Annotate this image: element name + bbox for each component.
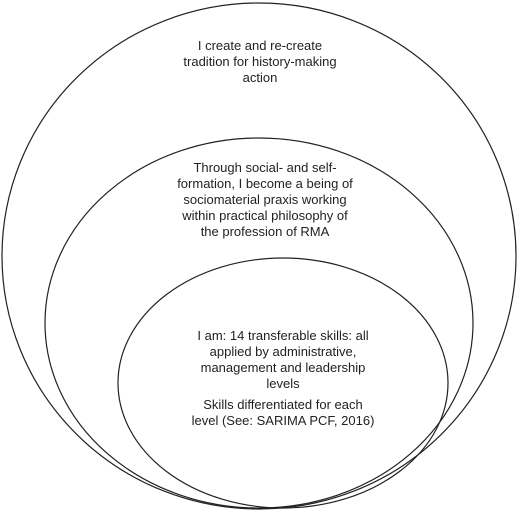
middle-line: formation, I become a being of bbox=[177, 176, 353, 191]
inner-note-line: Skills differentiated for each bbox=[203, 397, 363, 412]
outer-circle-text: I create and re-create tradition for his… bbox=[150, 38, 370, 86]
inner-circle bbox=[117, 257, 449, 509]
outer-line: action bbox=[242, 70, 278, 85]
inner-note-line: level (See: SARIMA PCF, 2016) bbox=[191, 413, 375, 428]
middle-line: the profession of RMA bbox=[200, 224, 330, 239]
inner-line: levels bbox=[266, 376, 300, 391]
outer-line: I create and re-create bbox=[197, 38, 323, 53]
middle-line: within practical philosophy of bbox=[182, 208, 348, 223]
outer-line: tradition for history-making bbox=[183, 54, 337, 69]
middle-line: Through social- and self- bbox=[193, 160, 337, 175]
inner-line: I am: 14 transferable skills: all bbox=[197, 328, 369, 343]
inner-line: applied by administrative, bbox=[209, 344, 357, 359]
inner-line: management and leadership bbox=[200, 360, 366, 375]
middle-line: sociomaterial praxis working bbox=[183, 192, 347, 207]
inner-circle-text: I am: 14 transferable skills: all applie… bbox=[178, 328, 388, 429]
middle-circle-text: Through social- and self- formation, I b… bbox=[150, 160, 380, 240]
middle-circle bbox=[44, 137, 474, 509]
